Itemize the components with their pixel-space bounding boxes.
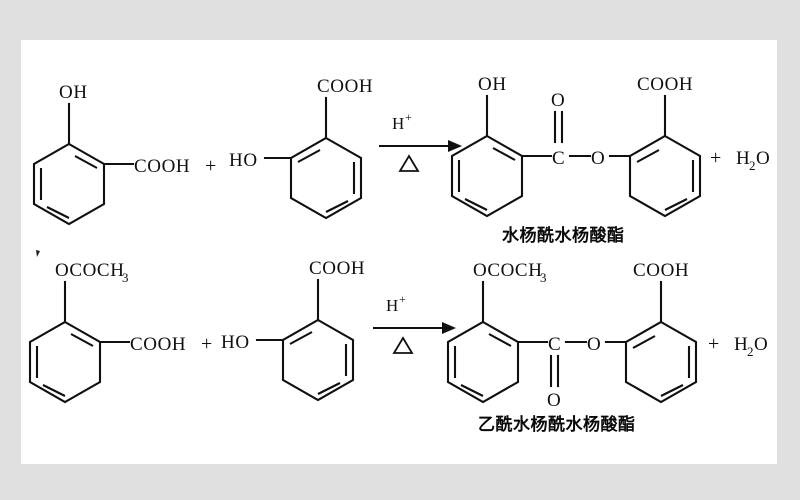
ring-double-bond-3 (488, 333, 512, 347)
ring-double-bond-2 (464, 198, 488, 211)
atom-label-h: H (736, 148, 750, 169)
ring-double-bond-2 (42, 384, 66, 397)
atom-label-cooh: COOH (134, 156, 190, 177)
ring-double-bond-2 (660, 384, 684, 397)
reactant-acetylsalicylic-acid: OCOCH 3 COOH (28, 260, 186, 404)
plus-sign-2: + (708, 333, 719, 355)
benzene-ring (281, 318, 355, 402)
benzene-ring (28, 320, 102, 404)
catalyst-label-superscript: + (399, 292, 406, 306)
atom-label-cooh: COOH (309, 258, 365, 279)
ring-double-bond-3 (289, 331, 313, 345)
atom-label-carbonyl-carbon: C (552, 148, 565, 169)
atom-label-oh: OH (59, 82, 88, 103)
ring-double-bond-3 (632, 335, 656, 349)
benzene-ring (32, 142, 106, 226)
ring-double-bond-2 (46, 206, 70, 219)
ring-double-bond-2 (460, 384, 484, 397)
benzene-ring-left (446, 320, 520, 404)
arrow-head-icon (442, 322, 456, 334)
reactant-salicylic-acid-2: COOH HO (229, 76, 373, 220)
atom-label-ester-oxygen: O (591, 148, 605, 169)
atom-label-ho: HO (229, 150, 258, 171)
atom-label-cooh: COOH (637, 74, 693, 95)
catalyst-label-superscript: + (405, 110, 412, 124)
plus-sign-2: + (710, 147, 721, 169)
atom-label-ococh3-subscript: 3 (122, 270, 129, 285)
ring-double-bond-3 (70, 333, 94, 347)
atom-label-ococh3-subscript: 3 (540, 270, 547, 285)
ring-double-bond-2 (317, 382, 341, 395)
atom-label-ococh3: OCOCH (473, 260, 543, 281)
benzene-ring-left (450, 134, 524, 218)
atom-label-carbonyl-oxygen: O (551, 90, 565, 111)
atom-label-o: O (754, 334, 768, 355)
diagram-canvas: OH COOH + COOH HO H (21, 40, 777, 464)
reaction-scheme-2: OCOCH 3 COOH + COOH HO H + (28, 250, 768, 435)
ring-double-bond-3 (74, 155, 98, 169)
reactant-salicylic-acid-1: OH COOH (32, 82, 190, 226)
atom-label-h2o-subscript: 2 (747, 344, 754, 359)
benzene-ring-right (628, 134, 702, 218)
atom-label-cooh: COOH (633, 260, 689, 281)
atom-label-ester-oxygen: O (587, 334, 601, 355)
reaction-arrow-1: H + (379, 110, 462, 172)
plus-sign-1: + (205, 155, 216, 177)
reaction-arrow-2: H + (373, 292, 456, 354)
arrow-head-icon (448, 140, 462, 152)
ring-double-bond-3 (492, 147, 516, 161)
atom-label-cooh: COOH (317, 76, 373, 97)
atom-label-o: O (756, 148, 770, 169)
reaction-scheme-1: OH COOH + COOH HO H (32, 74, 770, 246)
atom-label-h: H (734, 334, 748, 355)
atom-label-ococh3: OCOCH (55, 260, 125, 281)
heat-delta-icon (392, 336, 414, 354)
ring-double-bond-3 (297, 149, 321, 163)
scan-artifact-speck (36, 250, 40, 257)
ring-double-bond-2 (664, 198, 688, 211)
catalyst-label-h: H (386, 296, 398, 315)
heat-delta-icon (398, 154, 420, 172)
byproduct-water: H 2 O (736, 148, 770, 173)
benzene-ring (289, 136, 363, 220)
plus-sign-1: + (201, 333, 212, 355)
ring-double-bond-3 (636, 149, 660, 163)
catalyst-label-h: H (392, 114, 404, 133)
atom-label-carbonyl-oxygen: O (547, 390, 561, 411)
product-acetylsalicylsalicylate-ester: OCOCH 3 C O O COOH 乙酰水杨酰水杨酸酯 (446, 260, 698, 435)
byproduct-water: H 2 O (734, 334, 768, 359)
atom-label-oh: OH (478, 74, 507, 95)
benzene-ring-right (624, 320, 698, 404)
ring-double-bond-2 (325, 200, 349, 213)
reactant-salicylic-acid-2: COOH HO (221, 258, 365, 402)
product-name-label: 水杨酰水杨酸酯 (502, 225, 625, 246)
product-salicylsalicylate-ester: OH C O O COOH (450, 74, 702, 246)
atom-label-ho: HO (221, 332, 250, 353)
product-name-label: 乙酰水杨酰水杨酸酯 (478, 414, 636, 435)
atom-label-cooh: COOH (130, 334, 186, 355)
atom-label-h2o-subscript: 2 (749, 158, 756, 173)
atom-label-carbonyl-carbon: C (548, 334, 561, 355)
